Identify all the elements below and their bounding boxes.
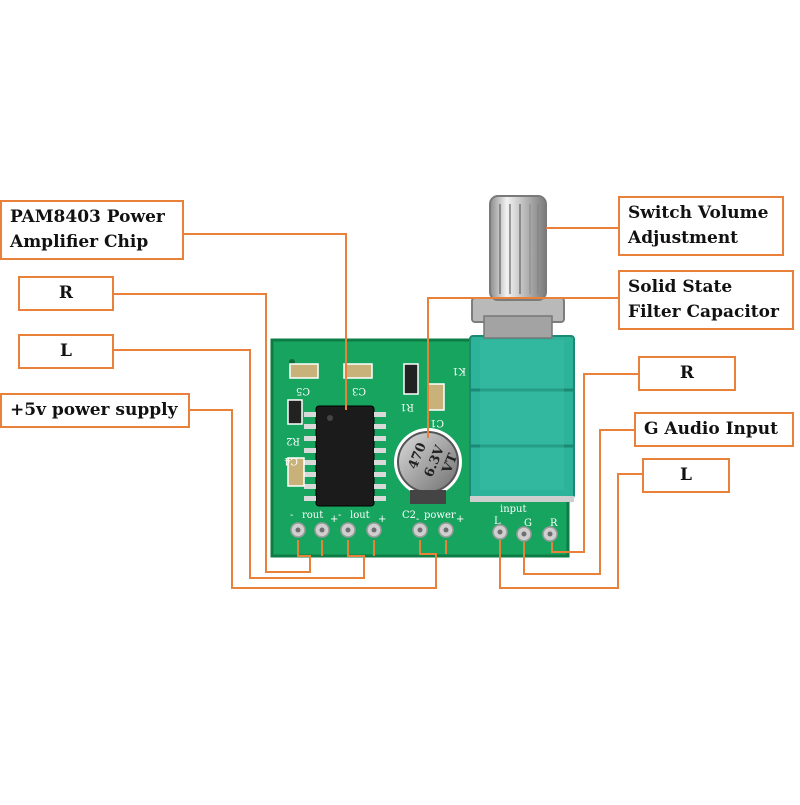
input-l-callout: L bbox=[642, 458, 730, 493]
chip-callout-line-2: Amplifier Chip bbox=[10, 232, 149, 252]
capacitor-callout: Solid State Filter Capacitor bbox=[618, 270, 794, 330]
leader-lines bbox=[112, 227, 644, 589]
silk-lout: lout bbox=[350, 510, 370, 521]
filter-capacitor bbox=[394, 428, 462, 504]
output-r-label: R bbox=[58, 283, 74, 303]
potentiometer bbox=[469, 195, 575, 502]
silk-r2: R2 bbox=[286, 435, 300, 446]
silk-input: input bbox=[500, 504, 527, 515]
input-l-label: L bbox=[680, 465, 692, 485]
silk-pin-l: L bbox=[494, 516, 501, 527]
silk-plus-3: + bbox=[456, 514, 464, 525]
output-l-label: L bbox=[60, 341, 72, 361]
silk-rout: rout bbox=[302, 510, 323, 521]
silk-r1: R1 bbox=[400, 401, 414, 412]
chip-callout: PAM8403 Power Amplifier Chip bbox=[0, 200, 184, 260]
output-r-callout: R bbox=[18, 276, 114, 311]
power-label: +5v power supply bbox=[10, 400, 178, 420]
volume-callout-line-1: Switch Volume bbox=[628, 203, 769, 223]
silk-c2: C2 bbox=[402, 510, 416, 521]
output-l-callout: L bbox=[18, 334, 114, 369]
silk-plus-1: + bbox=[330, 514, 338, 525]
capacitor-callout-line-2: Filter Capacitor bbox=[628, 302, 779, 322]
silk-minus-2: - bbox=[338, 510, 341, 521]
input-r-label: R bbox=[679, 363, 695, 383]
silk-c5: C5 bbox=[296, 385, 310, 396]
capacitor-callout-line-1: Solid State bbox=[628, 277, 733, 297]
silk-pin-g: G bbox=[524, 518, 532, 529]
silk-plus-2: + bbox=[378, 514, 386, 525]
silk-k1: K1 bbox=[452, 365, 466, 376]
capacitor-marking-vt: VT bbox=[439, 451, 461, 476]
silk-pin-r: R bbox=[550, 518, 558, 529]
silk-c4: C4 bbox=[284, 455, 298, 466]
smd-components bbox=[287, 363, 445, 487]
volume-shaft bbox=[489, 195, 547, 301]
input-g-label: G Audio Input bbox=[644, 419, 778, 439]
silk-c3: C3 bbox=[352, 385, 366, 396]
volume-callout: Switch Volume Adjustment bbox=[618, 196, 784, 256]
power-callout: +5v power supply bbox=[0, 393, 190, 428]
silk-power: power bbox=[424, 510, 456, 521]
silk-minus-3: - bbox=[416, 514, 419, 525]
silk-minus-1: - bbox=[290, 510, 293, 521]
silk-c1: C1 bbox=[430, 417, 444, 428]
volume-callout-line-2: Adjustment bbox=[628, 228, 739, 248]
pam8403-chip bbox=[304, 405, 386, 507]
chip-callout-line-1: PAM8403 Power bbox=[10, 207, 165, 227]
input-r-callout: R bbox=[638, 356, 736, 391]
input-g-callout: G Audio Input bbox=[634, 412, 794, 447]
